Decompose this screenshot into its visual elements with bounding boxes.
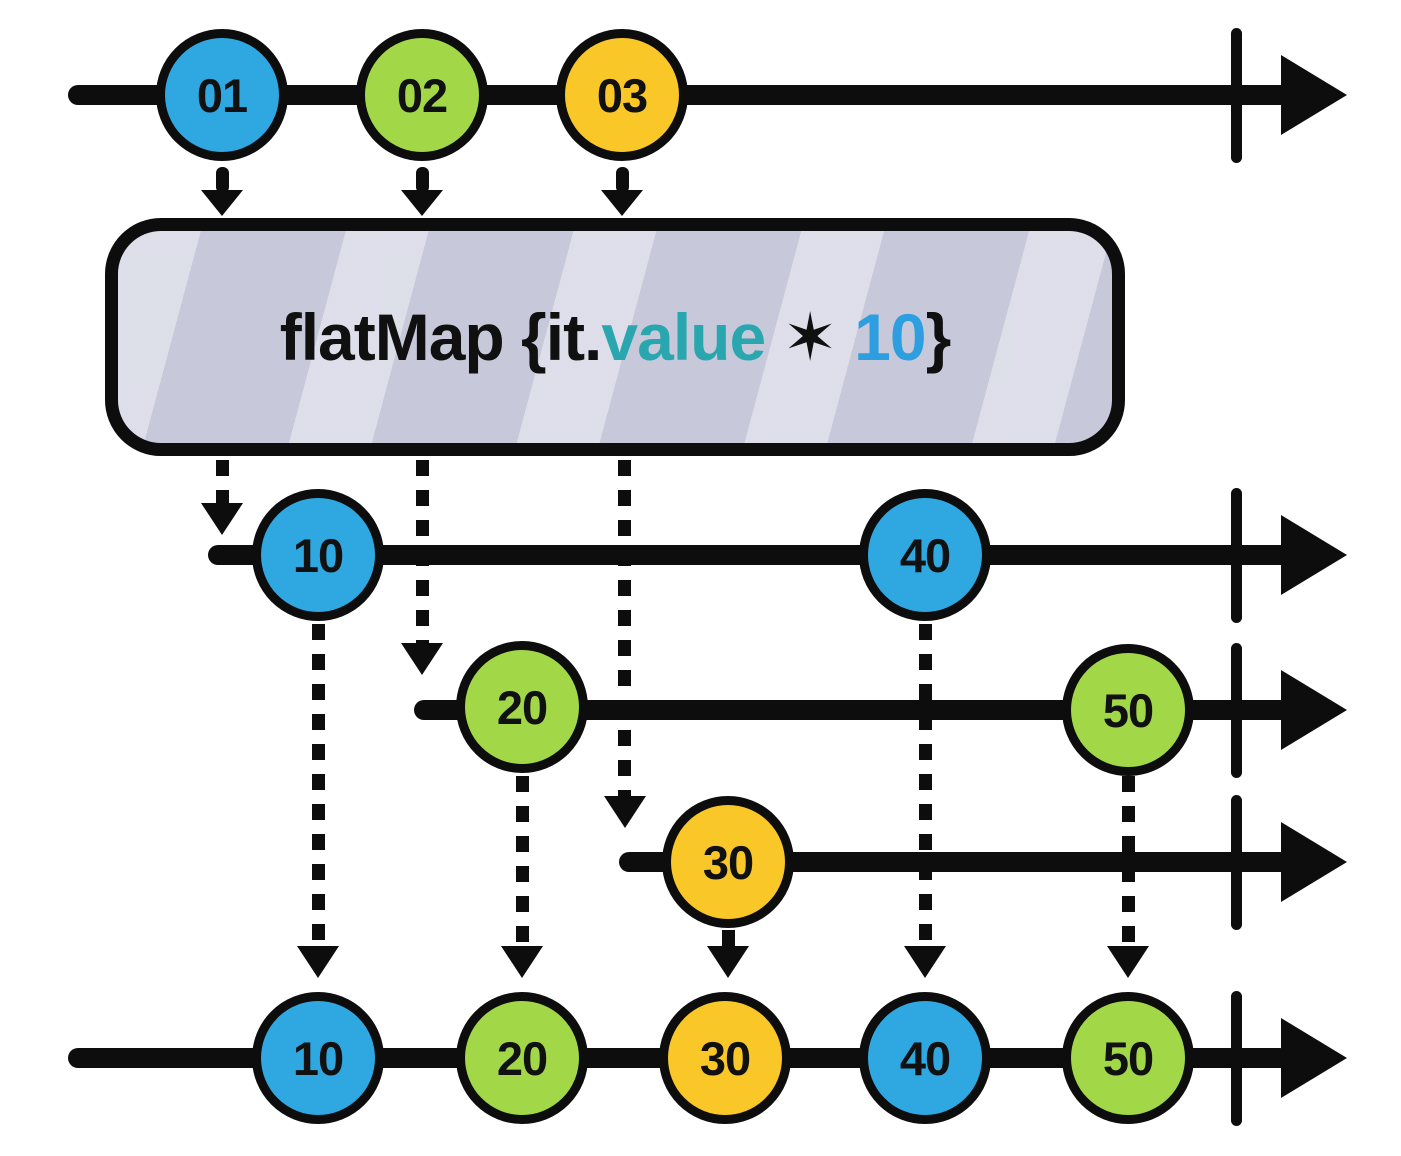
marble-label: 40 <box>899 528 951 582</box>
flatmap-arrow-head-icon <box>401 643 443 675</box>
emit-arrow-head-icon <box>601 190 643 216</box>
inner-timeline-2-completion-tick <box>1231 643 1242 778</box>
emit-arrow-stem <box>416 167 429 193</box>
inner-timeline-1-line <box>208 545 1290 565</box>
emit-arrow-head-icon <box>401 190 443 216</box>
flatmap-arrow-dashes <box>618 460 631 798</box>
emit-arrow-stem <box>616 167 629 193</box>
operator-box: flatMap {it.value ✶ 10} <box>105 218 1125 456</box>
operator-text-factor: 10 <box>854 299 926 374</box>
merge-arrow-head-icon <box>501 946 543 978</box>
operator-text-suffix: } <box>925 299 952 374</box>
merge-arrow-dashes <box>1122 776 1135 948</box>
merge-arrow-head-icon <box>297 946 339 978</box>
merge-arrow-dashes <box>312 624 325 948</box>
merge-arrow-dashes <box>919 624 932 948</box>
merge-arrow-head-icon <box>707 946 749 978</box>
marble-output-30: 30 <box>659 992 791 1124</box>
marble-output-50: 50 <box>1062 992 1194 1124</box>
marble-label: 10 <box>292 1031 344 1085</box>
flatmap-arrow-dashes <box>216 460 229 505</box>
inner-timeline-3-arrowhead-icon <box>1281 822 1347 902</box>
marble-label: 03 <box>596 68 648 122</box>
marble-inner1-10: 10 <box>252 489 384 621</box>
marble-label: 10 <box>292 528 344 582</box>
operator-text-symbol: ✶ <box>765 299 855 374</box>
marble-output-10: 10 <box>252 992 384 1124</box>
marble-output-40: 40 <box>859 992 991 1124</box>
merge-arrow-dashes <box>722 930 735 948</box>
operator-text-value: value <box>601 299 766 374</box>
marble-label: 01 <box>196 68 248 122</box>
merge-arrow-dashes <box>516 776 529 948</box>
inner-timeline-3-completion-tick <box>1231 795 1242 930</box>
marble-inner2-20: 20 <box>456 641 588 773</box>
marble-label: 20 <box>496 680 548 734</box>
emit-arrow-head-icon <box>201 190 243 216</box>
marble-source-03: 03 <box>556 29 688 161</box>
marble-source-01: 01 <box>156 29 288 161</box>
output-timeline-completion-tick <box>1231 991 1242 1126</box>
marble-inner3-30: 30 <box>662 796 794 928</box>
operator-text-prefix: flatMap {it. <box>279 299 603 374</box>
marble-inner2-50: 50 <box>1062 644 1194 776</box>
emit-arrow-stem <box>216 167 229 193</box>
operator-expression: flatMap {it.value ✶ 10} <box>279 299 952 376</box>
flatmap-arrow-head-icon <box>604 796 646 828</box>
marble-output-20: 20 <box>456 992 588 1124</box>
marble-label: 02 <box>396 68 448 122</box>
inner-timeline-1-arrowhead-icon <box>1281 515 1347 595</box>
inner-timeline-1-completion-tick <box>1231 488 1242 623</box>
output-timeline-arrowhead-icon <box>1281 1018 1347 1098</box>
source-timeline-arrowhead-icon <box>1281 55 1347 135</box>
marble-label: 50 <box>1102 683 1154 737</box>
marble-source-02: 02 <box>356 29 488 161</box>
marble-label: 50 <box>1102 1031 1154 1085</box>
marble-inner1-40: 40 <box>859 489 991 621</box>
marble-label: 40 <box>899 1031 951 1085</box>
flatmap-arrow-head-icon <box>201 503 243 535</box>
merge-arrow-head-icon <box>904 946 946 978</box>
source-timeline-completion-tick <box>1231 28 1242 163</box>
inner-timeline-2-arrowhead-icon <box>1281 670 1347 750</box>
marble-label: 20 <box>496 1031 548 1085</box>
marble-label: 30 <box>699 1031 751 1085</box>
marble-label: 30 <box>702 835 754 889</box>
merge-arrow-head-icon <box>1107 946 1149 978</box>
